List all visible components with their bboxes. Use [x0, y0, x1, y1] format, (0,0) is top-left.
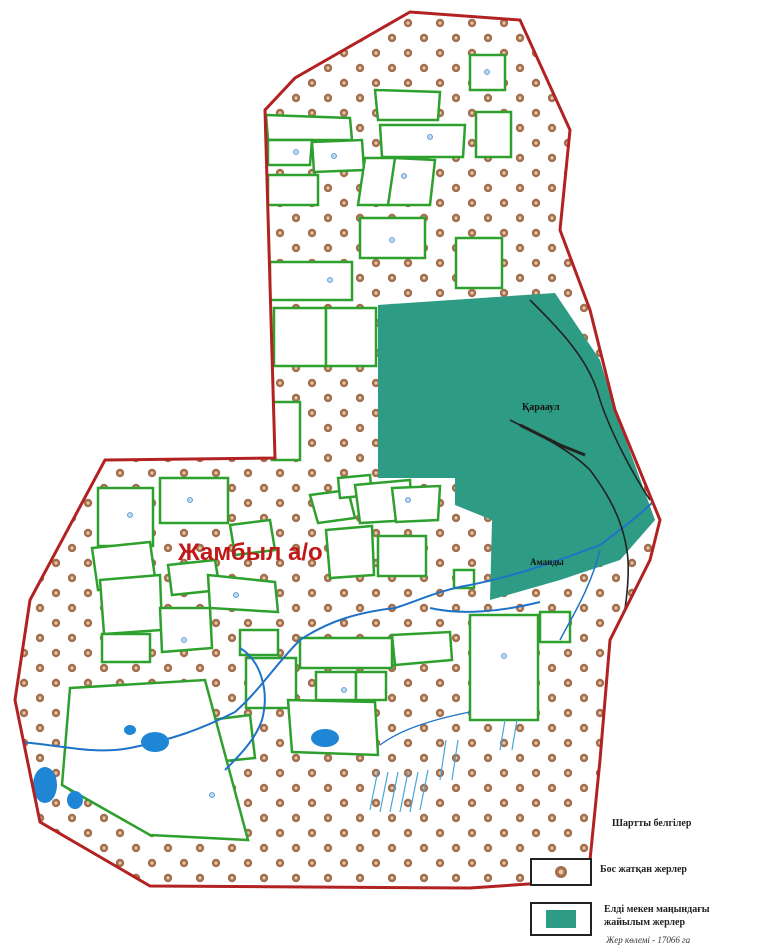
marsh-hatching [369, 719, 518, 813]
region-label: Жамбыл а/о [177, 539, 323, 566]
land-parcels [60, 53, 572, 842]
brown-dot-pattern-icon [555, 866, 567, 878]
legend-pasture-label-line2: жайылым жерлер [604, 917, 686, 928]
settlement-label-karaaul: Қарааул [522, 402, 560, 413]
teal-square-icon [546, 910, 576, 928]
legend-pasture-label-line1: Елді мекен маңындағы [604, 904, 710, 915]
settlement-pasture-area [378, 293, 655, 600]
parcel-markers [127, 69, 507, 798]
legend-vacant-land-label: Бос жатқан жерлер [600, 864, 687, 875]
settlement-label-amandy: Аманды [530, 557, 564, 567]
legend-vacant-land-swatch [530, 858, 592, 886]
legend-title: Шартты белгілер [612, 818, 692, 829]
rivers [19, 499, 656, 771]
legend-pasture-swatch [530, 902, 592, 936]
lakes [33, 725, 339, 809]
legend-area-note: Жер көлемі - 17066 га [606, 935, 691, 945]
